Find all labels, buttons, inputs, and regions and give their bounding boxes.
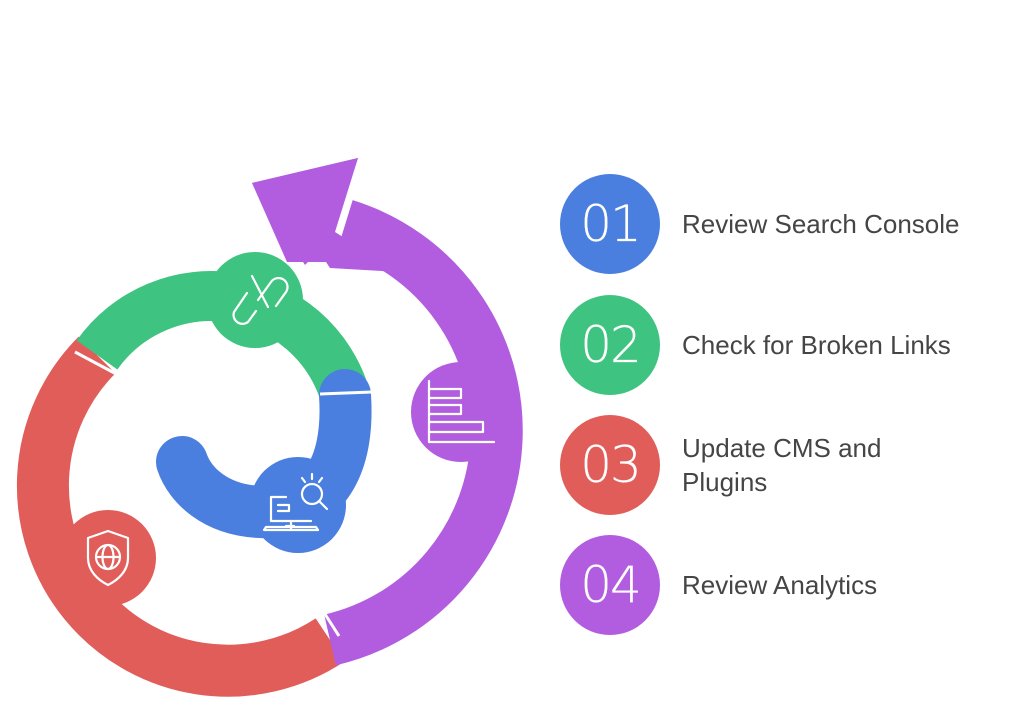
step-item: 04 Review Analytics — [560, 535, 1002, 635]
step-number-badge: 04 — [560, 535, 660, 635]
spiral-diagram — [16, 158, 523, 697]
arrow-head-main — [252, 158, 358, 265]
steps-list: 01 Review Search Console 02 Check for Br… — [560, 0, 1024, 725]
laptop-search-icon — [262, 472, 329, 532]
step-item: 02 Check for Broken Links — [560, 295, 1002, 395]
divider-green-blue — [319, 390, 373, 396]
step-number: 04 — [580, 556, 642, 614]
step-label: Check for Broken Links — [682, 330, 951, 360]
step-label: Review Analytics — [682, 570, 878, 600]
step-number: 02 — [580, 316, 642, 374]
step-item: 03 Update CMS and Plugins — [560, 415, 922, 515]
shield-globe-icon — [86, 529, 130, 587]
step-label: Review Search Console — [682, 209, 960, 239]
bar-chart-icon — [427, 379, 496, 444]
step-label: Update CMS and Plugins — [682, 433, 882, 497]
step-number: 03 — [580, 436, 642, 494]
step-number-badge: 03 — [560, 415, 660, 515]
step-item: 01 Review Search Console — [560, 174, 1002, 274]
step-number-badge: 02 — [560, 295, 660, 395]
segment-update-cms — [16, 336, 345, 697]
bubble-broken-link — [207, 252, 303, 348]
step-number: 01 — [580, 195, 642, 253]
divider-red-green — [74, 350, 121, 378]
broken-link-icon — [232, 274, 289, 325]
divider-red-purple — [321, 610, 341, 637]
bubble-laptop-search — [250, 457, 346, 553]
step-number-badge: 01 — [560, 174, 660, 274]
